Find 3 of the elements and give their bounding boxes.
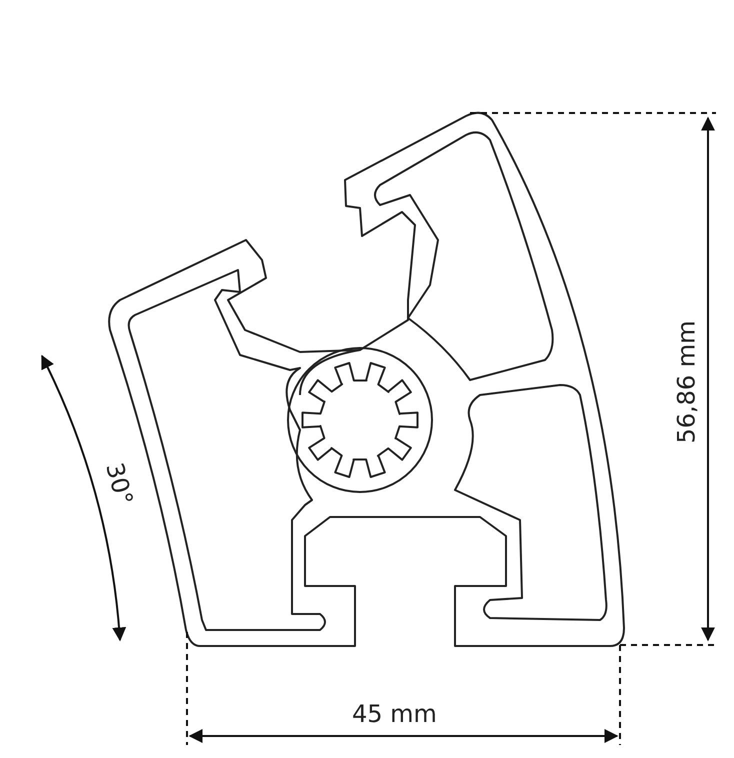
dimension-label: 56,86 mm (674, 320, 699, 444)
dimension-label: 45 mm (352, 702, 437, 726)
angle-label: 30° (102, 460, 136, 508)
